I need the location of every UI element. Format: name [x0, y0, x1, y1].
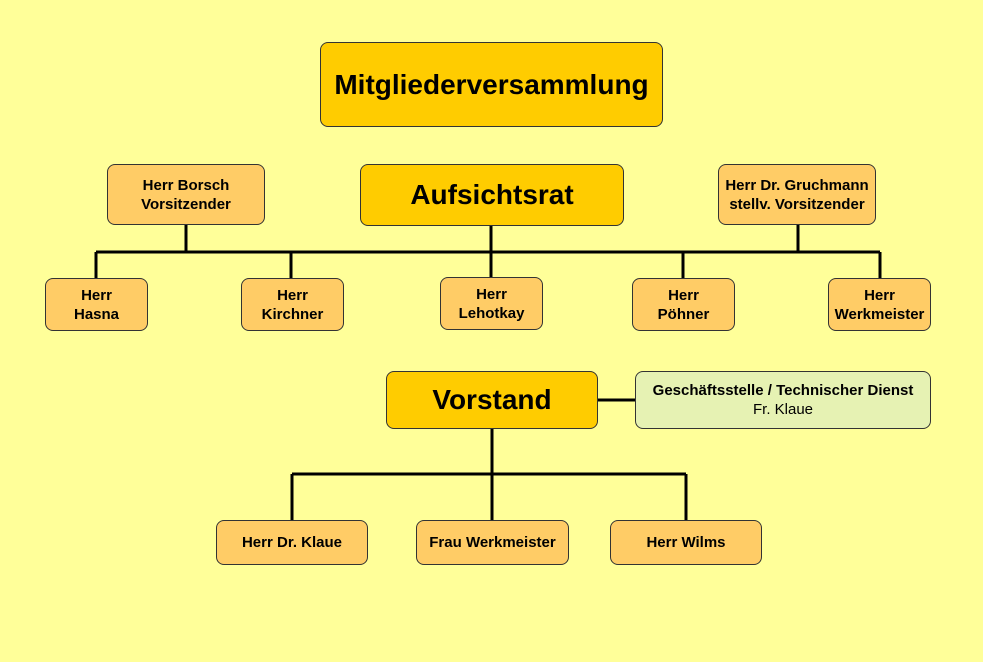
- wilms-name: Herr Wilms: [646, 534, 726, 551]
- aufsichtsrat-label: Aufsichtsrat: [410, 179, 574, 210]
- gruchmann-name: Herr Dr. Gruchmann: [725, 176, 869, 194]
- geschaeftsstelle-box: Geschäftsstelle / Technischer Dienst Fr.…: [635, 371, 931, 429]
- lehotkay-title: Herr: [476, 285, 507, 303]
- gruchmann-role: stellv. Vorsitzender: [729, 195, 865, 213]
- kirchner-title: Herr: [277, 286, 308, 304]
- mitgliederversammlung-label: Mitgliederversammlung: [334, 68, 649, 100]
- klaue-box: Herr Dr. Klaue: [216, 520, 368, 565]
- vorstand-box: Vorstand: [386, 371, 598, 429]
- frau-werkmeister-name: Frau Werkmeister: [429, 534, 556, 551]
- borsch-box: Herr Borsch Vorsitzender: [107, 164, 265, 225]
- frau-werkmeister-box: Frau Werkmeister: [416, 520, 569, 565]
- werkmeister-title: Herr: [864, 286, 895, 304]
- kirchner-name: Kirchner: [261, 305, 324, 323]
- vorstand-label: Vorstand: [432, 384, 552, 415]
- lehotkay-box: Herr Lehotkay: [440, 277, 543, 330]
- borsch-name: Herr Borsch: [142, 176, 230, 194]
- werkmeister-name: Werkmeister: [834, 305, 925, 323]
- geschaeftsstelle-contact: Fr. Klaue: [752, 401, 814, 418]
- poehner-name: Pöhner: [657, 305, 710, 323]
- hasna-title: Herr: [81, 286, 112, 304]
- geschaeftsstelle-title: Geschäftsstelle / Technischer Dienst: [652, 382, 914, 399]
- hasna-name: Hasna: [73, 305, 120, 323]
- poehner-box: Herr Pöhner: [632, 278, 735, 331]
- poehner-title: Herr: [668, 286, 699, 304]
- gruchmann-box: Herr Dr. Gruchmann stellv. Vorsitzender: [718, 164, 876, 225]
- kirchner-box: Herr Kirchner: [241, 278, 344, 331]
- klaue-name: Herr Dr. Klaue: [241, 534, 343, 551]
- hasna-box: Herr Hasna: [45, 278, 148, 331]
- wilms-box: Herr Wilms: [610, 520, 762, 565]
- mitgliederversammlung-box: Mitgliederversammlung: [320, 42, 663, 127]
- borsch-role: Vorsitzender: [141, 195, 231, 213]
- aufsichtsrat-box: Aufsichtsrat: [360, 164, 624, 226]
- lehotkay-name: Lehotkay: [458, 304, 525, 322]
- werkmeister-box: Herr Werkmeister: [828, 278, 931, 331]
